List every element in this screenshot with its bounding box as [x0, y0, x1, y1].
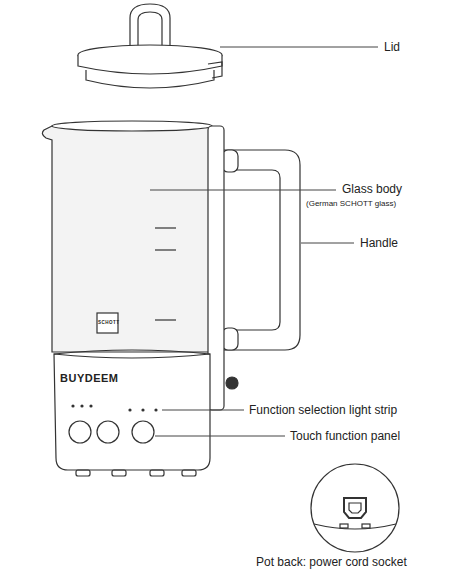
detail-circle	[311, 464, 399, 552]
part-label: Glass body	[342, 182, 402, 196]
touch-button	[132, 421, 154, 443]
base-top	[54, 350, 210, 354]
part-label: Pot back: power cord socket	[256, 555, 407, 569]
part-note: (German SCHOTT glass)	[306, 199, 396, 209]
power-socket	[344, 498, 366, 518]
foot	[340, 524, 348, 528]
part-label: Function selection light strip	[249, 403, 397, 417]
graduation-mark	[155, 319, 176, 320]
indicator-lights	[71, 404, 157, 411]
lid-band	[78, 55, 222, 74]
lid-handle	[130, 4, 170, 50]
foot	[362, 524, 370, 528]
handle	[222, 150, 300, 350]
foot	[150, 470, 164, 476]
foot	[112, 470, 126, 476]
glass-body	[42, 124, 212, 352]
schott-logo: SCHOTT	[98, 320, 120, 325]
foot	[182, 470, 196, 476]
power-socket-inner	[349, 503, 361, 513]
graduation-mark	[155, 249, 176, 250]
switch-knob	[226, 377, 238, 389]
part-label: Touch function panel	[290, 429, 400, 443]
touch-button	[97, 421, 119, 443]
lid-seal	[86, 70, 214, 88]
lid-handle-inner	[138, 12, 162, 50]
glass-rim	[52, 121, 212, 131]
base-edge	[314, 524, 396, 529]
base	[54, 354, 210, 470]
foot	[76, 470, 90, 476]
handle-inner	[226, 170, 280, 330]
part-label: Lid	[384, 40, 400, 54]
part-label: Handle	[360, 236, 398, 250]
touch-button	[69, 421, 91, 443]
leader-lines	[150, 47, 378, 436]
brand-logo: BUYDEEM	[60, 372, 119, 385]
graduation-mark	[155, 227, 176, 228]
lid-latch	[208, 62, 222, 78]
